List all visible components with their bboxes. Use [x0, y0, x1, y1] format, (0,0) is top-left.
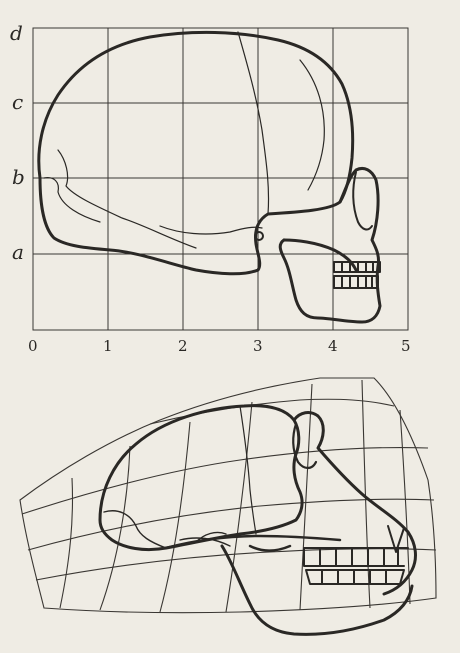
chimp-suture [240, 406, 256, 534]
human-suture-coronal [238, 32, 269, 214]
top-panel-human-skull: d c b a 0 1 2 3 4 5 [10, 21, 411, 355]
row-label-d: d [10, 21, 23, 45]
bottom-panel-chimp-skull [20, 378, 436, 634]
chimp-cranium-outline [100, 406, 302, 550]
deformed-grid [20, 378, 436, 613]
human-occipital-detail [44, 178, 100, 222]
human-lower-teeth [334, 276, 378, 288]
col-label-2: 2 [178, 337, 188, 355]
row-label-a: a [12, 240, 24, 264]
col-label-5: 5 [401, 337, 411, 355]
chimp-lower-teeth [306, 570, 404, 584]
human-mandible [284, 240, 356, 270]
col-label-3: 3 [253, 337, 263, 355]
chimp-upper-teeth [304, 548, 408, 566]
col-label-0: 0 [28, 337, 38, 355]
human-suture-squamous [160, 226, 262, 234]
col-label-4: 4 [328, 337, 338, 355]
chimp-skull-drawing [100, 406, 415, 635]
human-suture-lambdoid [58, 150, 196, 248]
chimp-mandible-ramus [250, 546, 290, 551]
row-label-c: c [12, 90, 23, 114]
human-temporal-line [300, 60, 324, 190]
human-upper-teeth [334, 262, 380, 272]
human-orbit [353, 172, 372, 229]
row-label-b: b [12, 165, 25, 189]
human-face-outline [280, 168, 380, 322]
human-skull-drawing [39, 32, 380, 322]
human-cranium-outline [39, 32, 353, 273]
col-label-1: 1 [103, 337, 113, 355]
